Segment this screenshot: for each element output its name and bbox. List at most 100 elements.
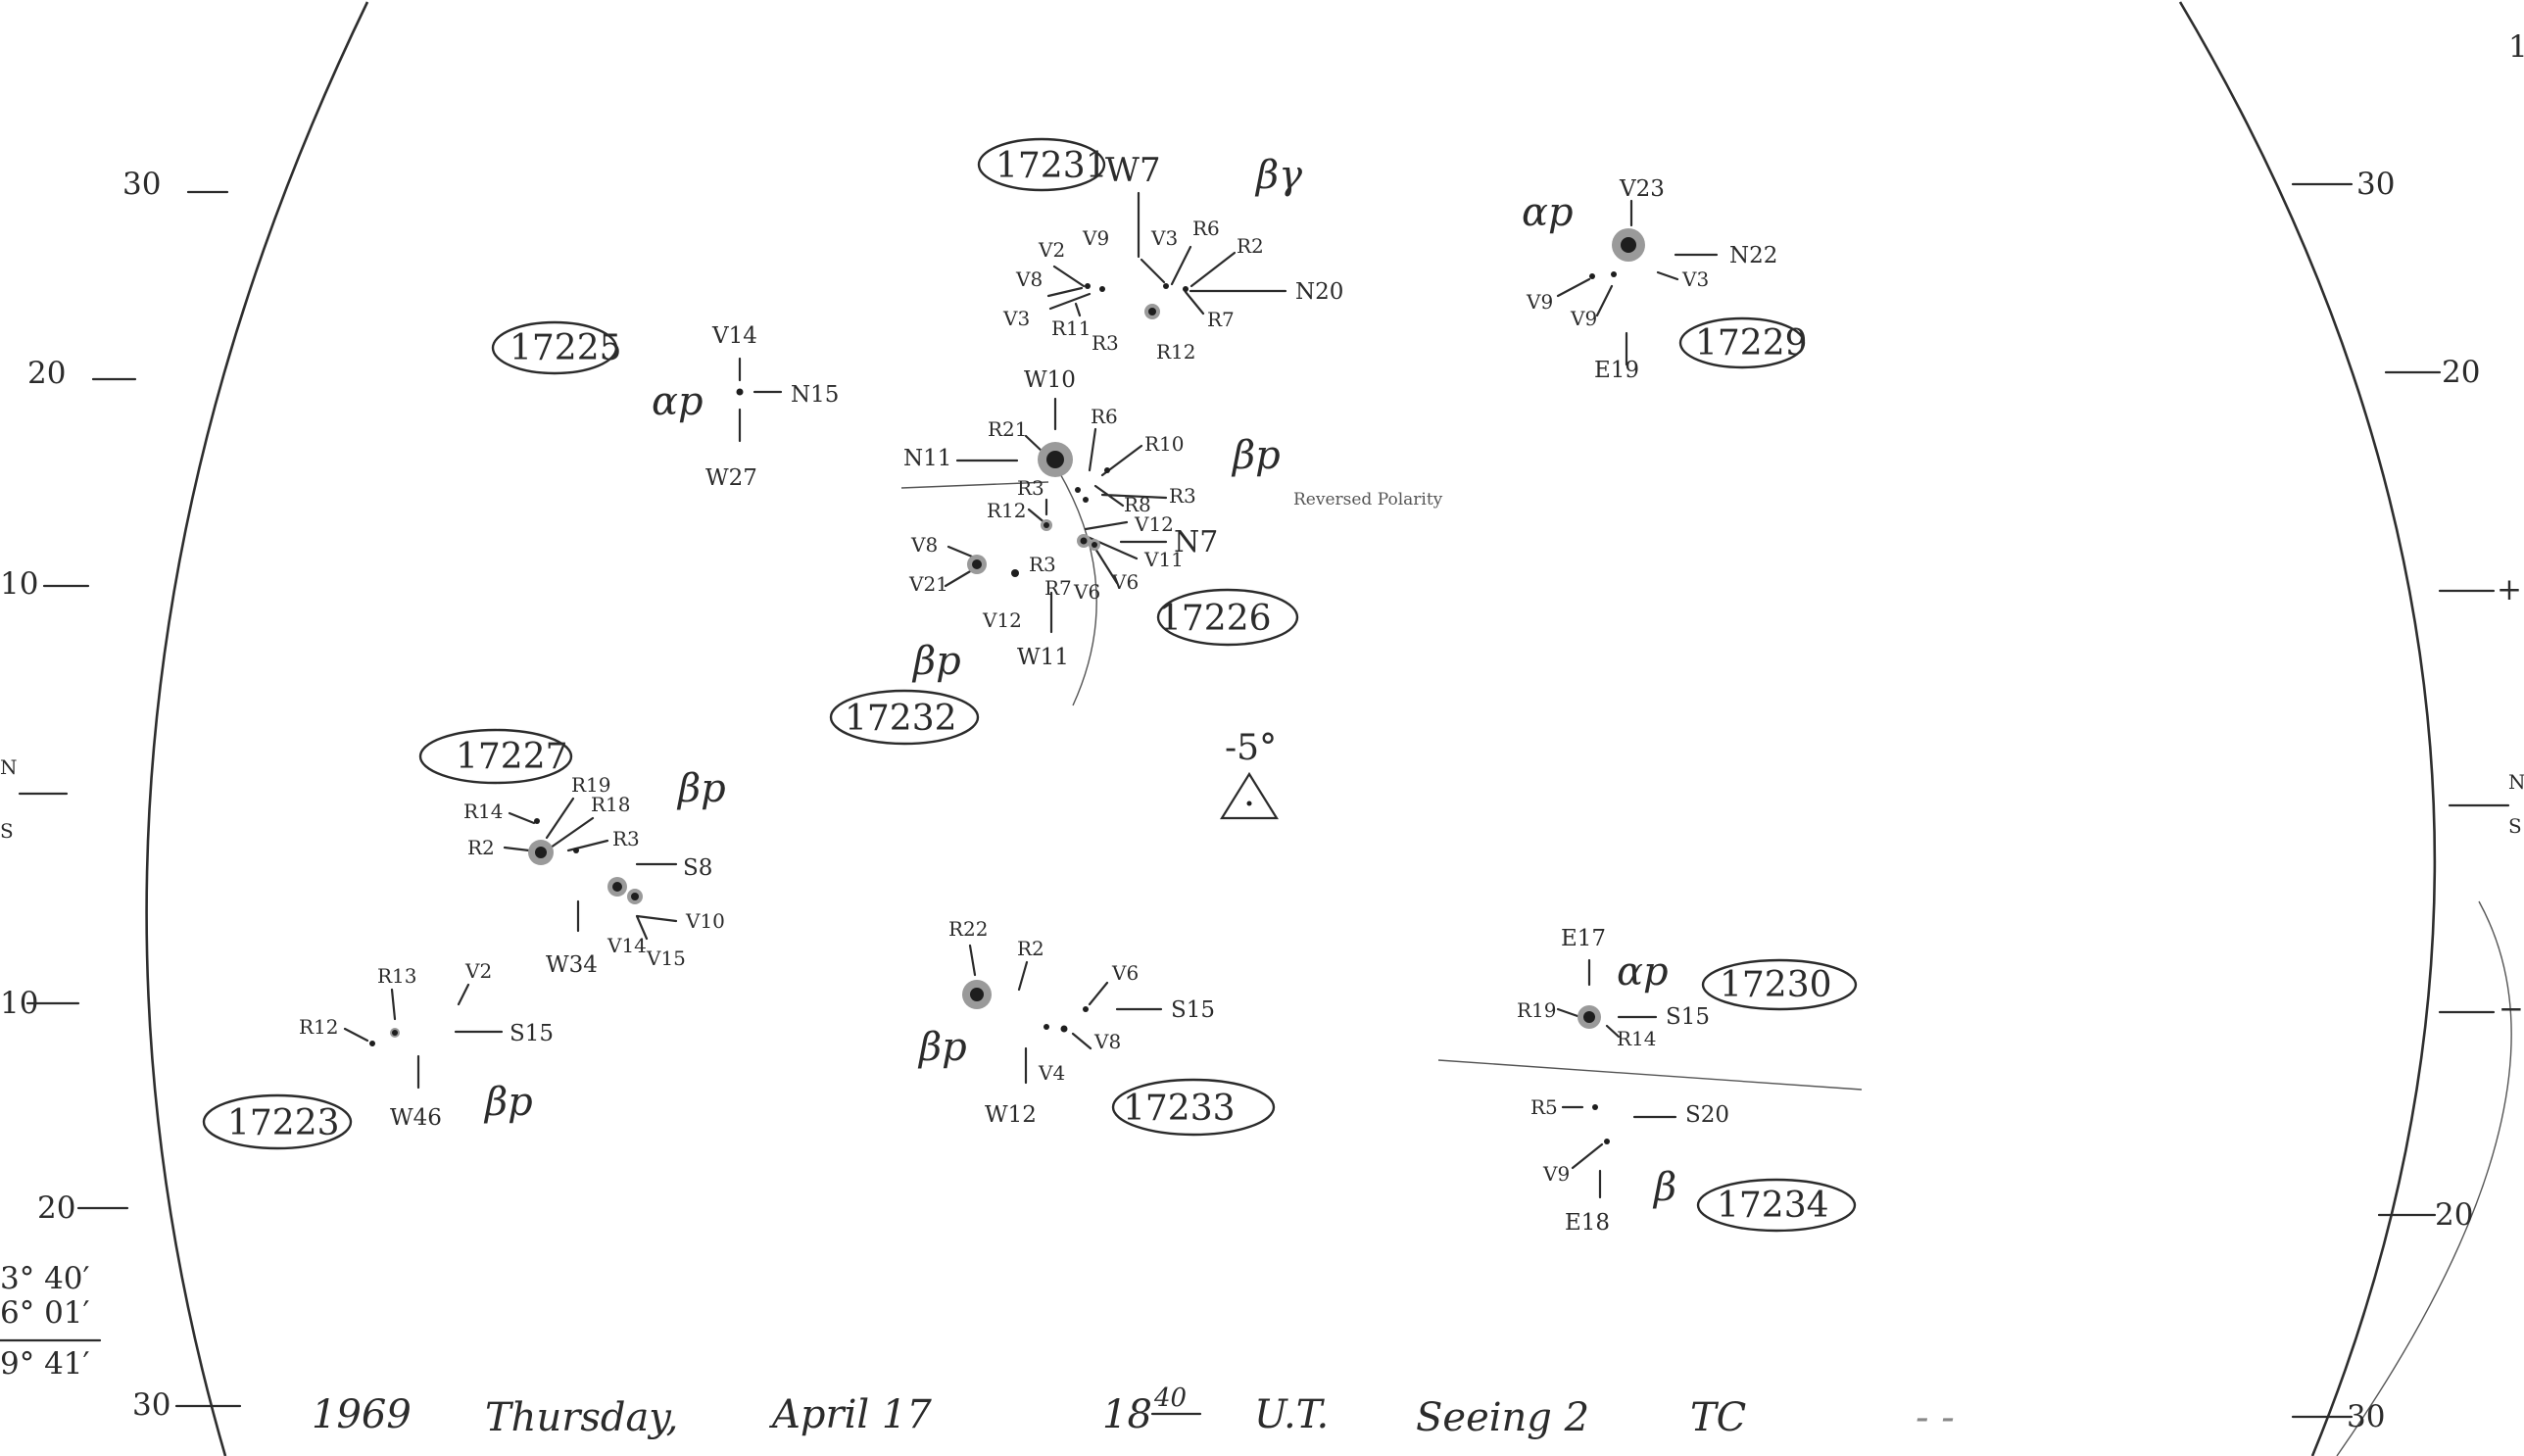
right-tick-label: 30 — [2347, 1399, 2385, 1434]
spot-label: V9 — [1570, 307, 1597, 330]
label-right: S8 — [683, 855, 712, 881]
region-17230: 17230 αp E17 S15 R19 R14 — [1517, 926, 1858, 1050]
spot-label: R21 — [988, 417, 1028, 441]
right-tick-label: 30 — [2356, 167, 2395, 202]
region-17223: 17223 βp S15 W46 R13 V2 R12 — [202, 959, 554, 1150]
spot-label: R3 — [1169, 484, 1196, 508]
left-tick-label: 30 — [132, 1387, 170, 1423]
spot-label: V14 — [607, 934, 647, 957]
spot-label: R7 — [1207, 308, 1235, 331]
label-left: N11 — [903, 446, 951, 471]
region-17226: 17226 βp Reversed Polarity W10 N11 N7 R2… — [903, 367, 1443, 647]
spot-label: R3 — [1017, 476, 1044, 500]
spot-label: R13 — [377, 964, 417, 988]
left-tick-label: 10 — [0, 986, 38, 1021]
label-right: N15 — [791, 382, 839, 408]
center-angle: -5° — [1225, 728, 1277, 768]
spot-label: V21 — [908, 572, 948, 596]
left-edge-letter: S — [0, 819, 14, 843]
region-class: αp — [652, 379, 704, 424]
label-bottom: W34 — [546, 952, 598, 978]
spot-label: V8 — [1093, 1030, 1121, 1053]
spot-label: V6 — [1073, 580, 1100, 604]
region-number: 17231 — [995, 146, 1108, 186]
spot-label: V3 — [1002, 307, 1030, 330]
left-tick-label: 10 — [0, 566, 38, 602]
region-class: β — [1652, 1165, 1676, 1210]
region-17225: 17225 αp V14 N15 W27 — [491, 320, 839, 491]
latitude-sum: 3° 40′ 6° 01′ 9° 41′ — [0, 1261, 102, 1382]
spot-label: V9 — [1526, 290, 1553, 314]
label-right: S15 — [510, 1021, 554, 1046]
label-top: W11 — [1017, 645, 1069, 670]
spot-label: R19 — [1517, 998, 1557, 1022]
spot-label: V11 — [1143, 548, 1184, 571]
region-17233: 17233 βp S15 W12 R22 R2 V6 V8 V4 — [917, 917, 1276, 1137]
region-note: Reversed Polarity — [1293, 490, 1443, 510]
latitude-value: 3° 40′ — [0, 1261, 90, 1296]
label-right: N7 — [1174, 525, 1218, 559]
obs-minute: 40 — [1153, 1383, 1187, 1413]
spot-label: R12 — [1156, 340, 1196, 364]
right-edge-digit: 1 — [2508, 29, 2524, 65]
spot-label: V8 — [1015, 267, 1043, 291]
region-class: βγ — [1254, 153, 1302, 198]
label-right: N22 — [1729, 243, 1777, 268]
region-number: 17233 — [1123, 1089, 1236, 1129]
region-number: 17232 — [845, 699, 957, 739]
solar-limb — [145, 1, 2512, 1456]
region-number: 17234 — [1717, 1186, 1829, 1226]
spot-label: R12 — [987, 499, 1027, 522]
right-edge-letter: N — [2508, 770, 2524, 794]
right-minus-marker: − — [2499, 992, 2524, 1027]
right-tick-label: 20 — [2442, 355, 2480, 390]
label-bottom: E19 — [1594, 358, 1639, 383]
region-17234: 17234 β S20 E18 R5 V9 — [1530, 1095, 1857, 1236]
obs-ut: U.T. — [1254, 1392, 1329, 1437]
obs-hour: 18 — [1102, 1392, 1152, 1437]
spot-label: V3 — [1150, 226, 1178, 250]
obs-date: April 17 — [768, 1392, 932, 1437]
obs-year: 1969 — [312, 1392, 412, 1437]
spot-label: R22 — [948, 917, 989, 941]
spot-label: V2 — [464, 959, 492, 983]
label-bottom: E18 — [1565, 1210, 1610, 1236]
spot-label: R2 — [1017, 937, 1044, 960]
obs-seeing: Seeing 2 — [1416, 1395, 1589, 1440]
obs-observer: TC — [1690, 1395, 1746, 1440]
region-class: αp — [1522, 190, 1574, 235]
spot-label: V10 — [685, 909, 725, 933]
region-17229: 17229 αp V23 N22 E19 V3 V9 V9 — [1522, 176, 1808, 383]
left-tick-label: 20 — [37, 1190, 75, 1226]
spot-label: R6 — [1192, 217, 1220, 240]
spot-label: V4 — [1038, 1061, 1065, 1085]
region-number: 17230 — [1720, 965, 1832, 1005]
label-top: E17 — [1561, 926, 1606, 951]
region-class: βp — [1231, 433, 1281, 478]
spot-label: R2 — [1237, 234, 1264, 258]
region-number: 17223 — [227, 1103, 340, 1143]
region-class: βp — [483, 1080, 533, 1125]
region-number: 17226 — [1159, 599, 1272, 639]
left-tick-label: 30 — [122, 167, 161, 202]
region-17227: 17227 βp S8 W34 R19 R18 R14 R2 R3 V10 V1… — [418, 728, 726, 978]
spot-label: R12 — [299, 1015, 339, 1039]
spot-label: V12 — [1134, 512, 1174, 536]
spot-label: V3 — [1681, 267, 1709, 291]
label-right: S15 — [1666, 1004, 1710, 1030]
region-number: 17227 — [456, 737, 568, 777]
spot-label: R5 — [1530, 1095, 1558, 1119]
spot-label: R2 — [467, 836, 495, 859]
spot-label: R18 — [591, 793, 631, 816]
left-edge-letter: N — [0, 755, 18, 779]
obs-dash: - - — [1916, 1395, 1955, 1440]
spot-label: R14 — [463, 800, 504, 823]
center-marker: -5° — [1220, 728, 1279, 820]
left-tick-label: 20 — [27, 356, 66, 391]
right-edge-letter: S — [2508, 814, 2522, 838]
spot-label: R14 — [1617, 1027, 1657, 1050]
label-right: N20 — [1295, 279, 1343, 305]
spot-label: R3 — [1092, 331, 1119, 355]
label-top: V23 — [1619, 176, 1665, 202]
